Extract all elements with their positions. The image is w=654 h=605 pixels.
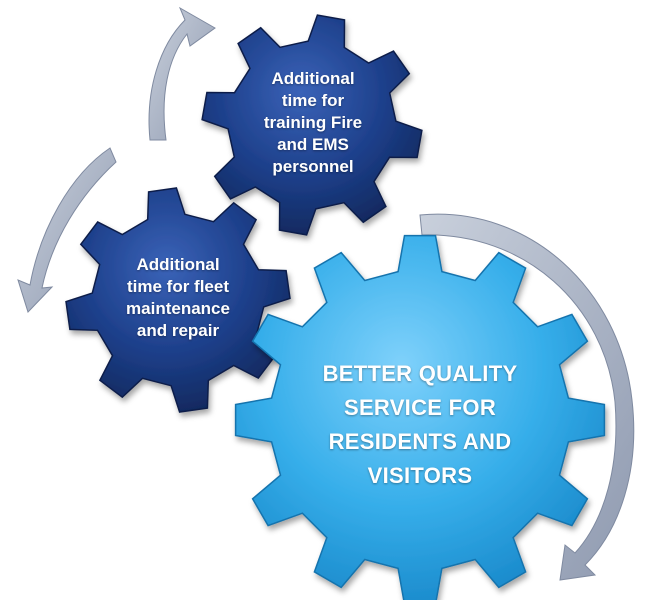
label-line: VISITORS — [367, 463, 473, 488]
label-line: time for — [281, 91, 345, 110]
gear-training — [201, 14, 423, 236]
label-line: BETTER QUALITY — [322, 361, 518, 386]
label-line: personnel — [272, 157, 354, 176]
cycle-arrows — [17, 6, 635, 581]
label-line: Additional — [136, 255, 220, 274]
label-line: and repair — [136, 321, 220, 340]
label-line: Additional — [271, 69, 355, 88]
label-line: and EMS — [277, 135, 349, 154]
gear-training-label: Additional time for training Fire and EM… — [238, 68, 388, 178]
gear-fleet-label: Additional time for fleet maintenance an… — [103, 254, 253, 342]
label-line: RESIDENTS AND — [328, 429, 512, 454]
gear-quality — [234, 234, 606, 605]
gear-fleet — [65, 187, 291, 413]
arrow-down-right-icon — [419, 213, 635, 581]
arrow-down-left-icon — [17, 147, 117, 313]
label-line: SERVICE FOR — [343, 395, 497, 420]
label-line: time for fleet — [126, 277, 230, 296]
gear-quality-label: BETTER QUALITY SERVICE FOR RESIDENTS AND… — [300, 357, 540, 493]
arrow-up-icon — [148, 6, 216, 141]
label-line: training Fire — [263, 113, 363, 132]
label-line: maintenance — [126, 299, 230, 318]
